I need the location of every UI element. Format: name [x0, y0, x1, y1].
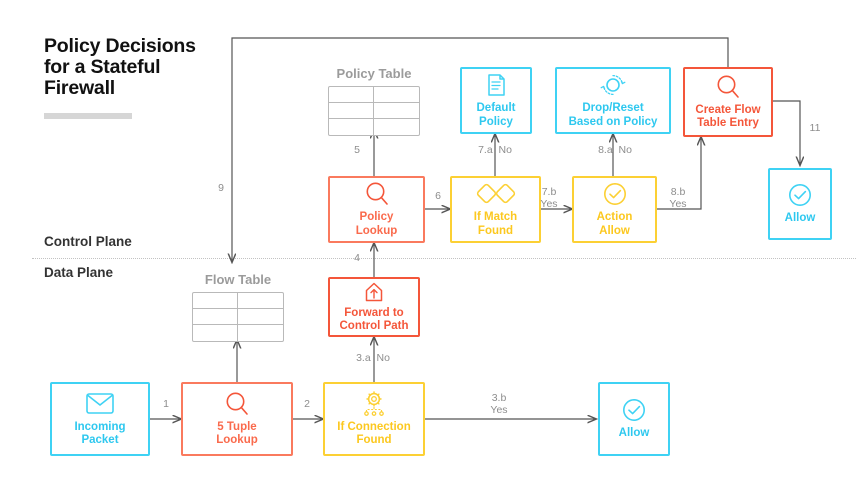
node-drop-reset[interactable]: Drop/Reset Based on Policy	[555, 67, 671, 134]
policy-table-caption: Policy Table	[336, 66, 412, 81]
gear-nodes-icon	[359, 390, 389, 417]
flow-table-caption: Flow Table	[204, 272, 272, 287]
edge-label-5: 5	[354, 144, 360, 156]
data-plane-label: Data Plane	[44, 265, 114, 280]
node-if-match-found[interactable]: If Match Found	[450, 176, 541, 243]
node-label: Forward to Control Path	[339, 306, 409, 333]
node-label: Action Allow	[596, 211, 633, 237]
edge-label-4: 4	[354, 252, 360, 264]
node-label: Incoming Packet	[74, 420, 126, 447]
magnifier-icon	[364, 181, 390, 207]
node-label: Policy Lookup	[355, 211, 398, 237]
node-create-flow-entry[interactable]: Create Flow Table Entry	[683, 67, 773, 137]
node-label: Allow	[784, 212, 816, 225]
upload-arrow-icon	[363, 281, 385, 303]
node-policy-lookup[interactable]: Policy Lookup	[328, 176, 425, 243]
edge-label-11: 11	[809, 122, 821, 134]
node-label: Create Flow Table Entry	[695, 103, 761, 130]
edge-label-8a: 8.a No	[598, 144, 632, 156]
edge-label-3b: 3.b Yes	[490, 392, 508, 416]
control-plane-label: Control Plane	[44, 234, 132, 249]
node-incoming-packet[interactable]: Incoming Packet	[50, 382, 150, 456]
flow-table-grid	[192, 292, 284, 342]
title-underline	[44, 113, 132, 119]
check-circle-icon	[787, 182, 813, 208]
diamonds-icon	[475, 181, 517, 207]
node-label: If Match Found	[473, 211, 518, 237]
policy-table: Policy Table	[328, 66, 420, 136]
node-five-tuple-lookup[interactable]: 5 Tuple Lookup	[181, 382, 293, 456]
node-if-connection-found[interactable]: If Connection Found	[323, 382, 425, 456]
edge-label-7a: 7.a No	[478, 144, 512, 156]
document-icon	[485, 72, 507, 98]
node-label: If Connection Found	[337, 420, 411, 447]
check-circle-icon	[621, 397, 647, 423]
envelope-icon	[86, 391, 114, 417]
node-action-allow[interactable]: Action Allow	[572, 176, 657, 243]
node-label: Allow	[618, 427, 650, 440]
edge-label-7b: 7.b Yes	[540, 186, 558, 210]
check-circle-icon	[602, 181, 628, 207]
node-forward-to-control-path[interactable]: Forward to Control Path	[328, 277, 420, 337]
flow-table: Flow Table	[192, 272, 284, 342]
edge-label-3a: 3.a No	[356, 352, 390, 364]
plane-divider	[32, 258, 856, 259]
node-label: Default Policy	[476, 102, 516, 128]
magnifier-icon	[715, 74, 741, 100]
node-label: Drop/Reset Based on Policy	[568, 102, 658, 128]
node-allow-data[interactable]: Allow	[598, 382, 670, 456]
node-label: 5 Tuple Lookup	[216, 420, 258, 447]
node-default-policy[interactable]: Default Policy	[460, 67, 532, 134]
edge-label-9: 9	[218, 182, 224, 194]
edge-label-2: 2	[304, 398, 310, 410]
magnifier-icon	[224, 391, 250, 417]
reset-circle-icon	[599, 72, 627, 98]
page-title: Policy Decisions for a Stateful Firewall	[44, 35, 196, 99]
edge-label-1: 1	[163, 398, 169, 410]
node-allow-control[interactable]: Allow	[768, 168, 832, 240]
policy-table-grid	[328, 86, 420, 136]
edge-label-8b: 8.b Yes	[669, 186, 687, 210]
edge-label-6: 6	[435, 190, 441, 202]
